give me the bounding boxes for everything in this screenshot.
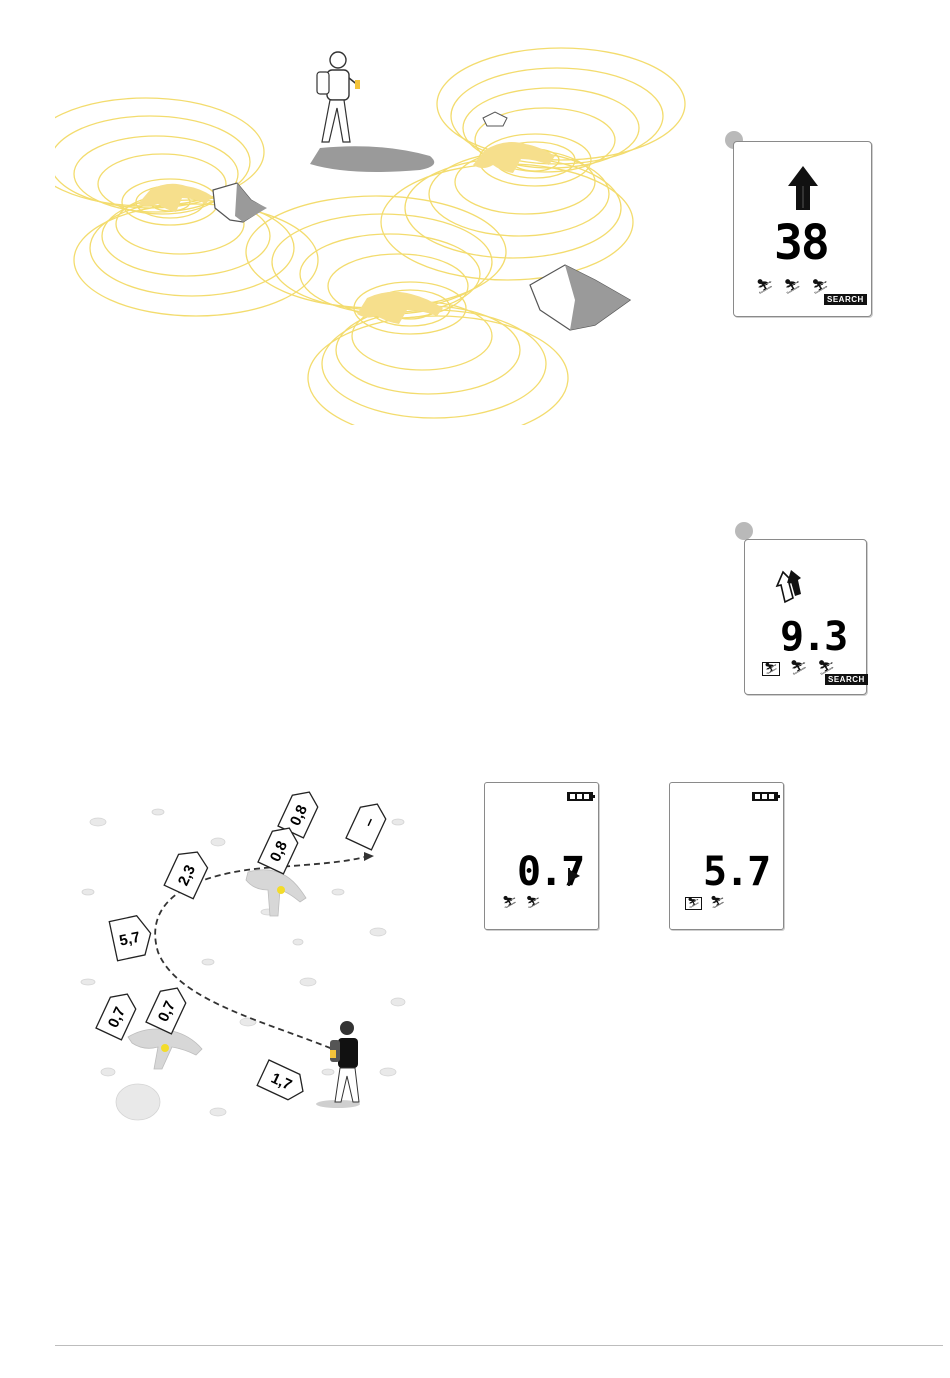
rescuer-figure	[310, 52, 434, 172]
victim-icons-row: ⛷ ⛷ ⛷	[756, 278, 829, 295]
battery-icon	[752, 792, 778, 801]
distance-tag: 0,7	[146, 982, 190, 1034]
victim-icon: ⛷	[811, 278, 829, 294]
flag-icon	[567, 867, 581, 887]
rescuer-figure	[316, 1021, 360, 1108]
battery-icon	[567, 792, 593, 801]
arrow-up-icon	[786, 164, 820, 212]
lcd-display-bottom-left: 0.7 ⛷ ⛷	[484, 782, 599, 930]
victim-icon: ⛷	[756, 278, 774, 294]
marker-dot	[735, 522, 753, 540]
distance-tag: 5,7	[109, 914, 154, 961]
field-lines-middle	[246, 196, 568, 425]
distance-tag: 0,7	[96, 988, 140, 1040]
distance-readout: 9.3	[780, 616, 846, 658]
lcd-display-bottom-right: 5.7 ⛷ ⛷	[669, 782, 784, 930]
footer-divider	[55, 1345, 943, 1346]
search-path-illustration: 1,7 0,7 0,7 5,7 2,3 0,8 0,8 –	[68, 782, 418, 1127]
distance-readout: 38	[774, 218, 828, 268]
distance-tag: 1,7	[257, 1060, 309, 1104]
snow-surface	[81, 809, 405, 1120]
victim-icon: ⛷	[790, 659, 808, 675]
victim-icon: ⛷	[502, 895, 517, 909]
victim-icons-row: ⛷ ⛷	[502, 895, 541, 909]
victim-icon: ⛷	[710, 895, 725, 909]
mode-label: SEARCH	[824, 294, 867, 305]
victim-icon: ⛷	[818, 659, 836, 675]
lcd-display-middle: 9.3 ⛷ ⛷ ⛷ SEARCH	[744, 539, 867, 695]
distance-tag: –	[346, 798, 390, 850]
lcd-display-top: 38 ⛷ ⛷ ⛷ SEARCH	[733, 141, 872, 317]
distance-readout: 5.7	[703, 851, 769, 893]
mode-label: SEARCH	[825, 674, 868, 685]
distance-tag: 2,3	[164, 845, 212, 898]
field-lines-illustration	[55, 30, 695, 425]
multiple-victims-icon: ⛷	[762, 662, 780, 676]
victim-icons-row: ⛷ ⛷	[685, 895, 725, 909]
field-lines-left	[55, 98, 318, 316]
victim-icon: ⛷	[784, 278, 802, 294]
victim-icon: ⛷	[526, 895, 541, 909]
multiple-victims-icon: ⛷	[685, 897, 702, 910]
split-arrows-icon	[771, 568, 805, 606]
